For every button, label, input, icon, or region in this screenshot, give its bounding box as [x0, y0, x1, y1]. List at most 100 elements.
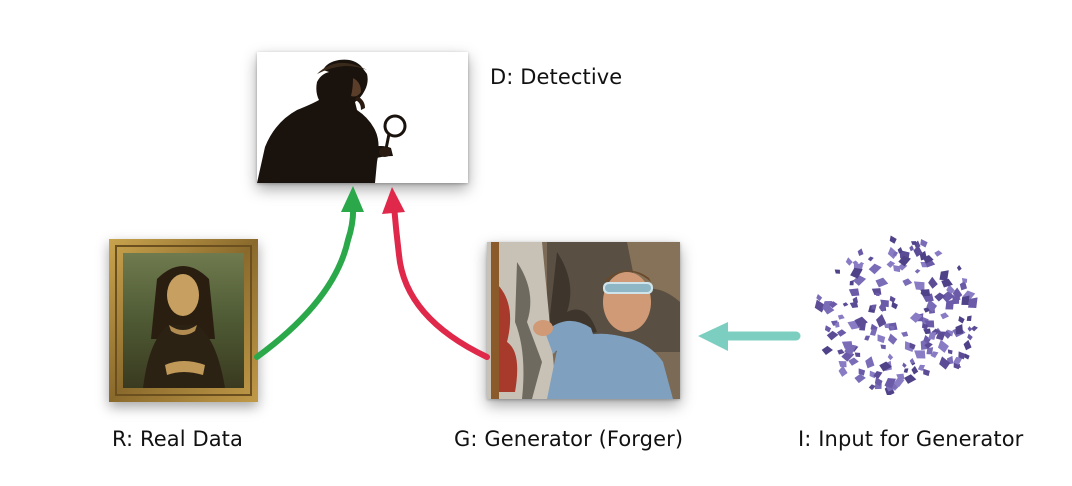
noise-particle	[940, 312, 950, 320]
noise-particle	[878, 303, 887, 312]
noise-particle	[837, 349, 845, 355]
noise-particle	[922, 255, 934, 264]
real-data-image	[109, 239, 258, 402]
noise-particle	[926, 299, 938, 313]
noise-particle	[822, 300, 833, 311]
noise-particle	[924, 341, 933, 349]
noise-particle	[883, 324, 890, 329]
noise-particle	[958, 315, 965, 324]
noise-particle	[836, 329, 847, 337]
noise-particle	[867, 256, 874, 262]
noise-particle	[893, 265, 901, 273]
noise-particle	[824, 325, 832, 333]
noise-particle	[914, 269, 921, 274]
noise-particle	[939, 356, 951, 370]
noise-particle	[909, 357, 915, 365]
noise-particle	[947, 349, 953, 355]
noise-particle	[920, 289, 931, 297]
noise-particle	[967, 326, 973, 332]
noise-particle	[953, 356, 963, 365]
noise-particle	[959, 280, 968, 291]
noise-particle	[923, 328, 931, 335]
noise-particle	[913, 245, 923, 258]
noise-particle	[889, 295, 896, 303]
noise-particle	[854, 373, 866, 384]
noise-particle	[958, 351, 966, 360]
noise-particle	[887, 333, 898, 345]
noise-particle	[849, 280, 854, 286]
noise-particle	[835, 321, 840, 328]
noise-particle	[902, 362, 907, 368]
noise-particle	[971, 325, 978, 332]
noise-particle	[939, 270, 949, 281]
noise-particle	[884, 378, 897, 389]
noise-particle	[868, 263, 882, 275]
noise-particle	[967, 333, 973, 341]
noise-particle	[849, 301, 859, 309]
noise-particle	[963, 339, 972, 351]
input-label: I: Input for Generator	[798, 427, 1024, 451]
noise-particle	[845, 257, 853, 266]
generator-to-detective-arrow	[391, 203, 490, 360]
noise-particle	[821, 345, 833, 355]
input-to-generator-arrowhead	[698, 322, 728, 351]
noise-particle	[857, 248, 864, 256]
noise-particle	[914, 350, 926, 359]
noise-particle	[941, 278, 953, 288]
noise-particle	[852, 260, 859, 265]
noise-particle	[858, 261, 865, 267]
noise-particle	[869, 329, 878, 336]
noise-particle	[935, 331, 946, 341]
noise-particle	[889, 235, 897, 244]
noise-particle	[838, 360, 847, 368]
noise-particle	[896, 373, 905, 380]
noise-particle	[893, 377, 905, 387]
noise-particle	[816, 293, 823, 302]
noise-particle	[904, 374, 917, 384]
noise-particle	[923, 335, 931, 344]
noise-particle	[859, 323, 866, 331]
noise-particle	[952, 294, 960, 305]
noise-particle	[909, 312, 923, 323]
noise-particle	[944, 330, 952, 339]
noise-particle	[934, 292, 946, 302]
noise-particle	[937, 339, 949, 353]
noise-particle	[913, 281, 925, 291]
noise-particle	[875, 292, 880, 297]
noise-particle	[897, 246, 903, 254]
noise-particle	[879, 361, 892, 372]
noise-particle	[911, 365, 919, 375]
noise-particle	[838, 365, 848, 377]
detective-silhouette-icon	[257, 52, 468, 183]
noise-particle	[874, 377, 883, 387]
real-to-detective-arrow	[254, 202, 357, 360]
noise-particle	[875, 277, 889, 288]
noise-particle	[865, 356, 875, 369]
noise-particle	[923, 368, 930, 377]
noise-particle	[880, 344, 886, 350]
noise-particle	[966, 315, 972, 322]
noise-particle	[903, 368, 909, 373]
detective-label: D: Detective	[490, 65, 623, 89]
noise-particle	[834, 269, 840, 274]
noise-particle	[920, 238, 928, 248]
noise-particle	[877, 334, 886, 344]
noise-particle	[858, 368, 866, 376]
noise-particle	[941, 291, 955, 303]
noise-particle	[886, 260, 896, 268]
noise-particle	[930, 351, 939, 358]
noise-particle	[889, 325, 895, 330]
noise-particle	[848, 288, 860, 297]
noise-particle	[968, 297, 978, 309]
noise-particle	[814, 299, 826, 313]
real-to-detective-arrowhead	[341, 186, 364, 212]
generator-to-detective-arrowhead	[382, 187, 405, 214]
noise-particle	[868, 384, 876, 391]
noise-particle	[887, 353, 894, 361]
generator-image	[487, 242, 680, 399]
noise-particle	[955, 324, 964, 335]
noise-particle	[850, 267, 863, 279]
noise-particle	[909, 342, 916, 350]
detective-image	[257, 52, 468, 183]
